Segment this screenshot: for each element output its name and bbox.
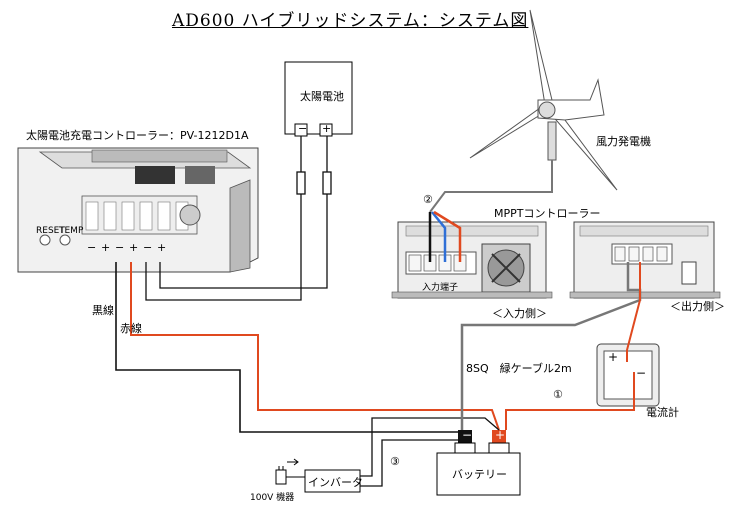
cc-terminal-6: + bbox=[157, 241, 167, 254]
cable-label: 8SQ 緑ケーブル2m bbox=[466, 362, 572, 375]
appliance-label: 100V 機器 bbox=[250, 493, 295, 503]
input-terminal-label: 入力端子 bbox=[422, 283, 459, 293]
battery-label: バッテリー bbox=[452, 468, 507, 481]
red-wire-label: 赤線 bbox=[120, 322, 142, 335]
battery-minus-post bbox=[458, 430, 472, 444]
ammeter-red-wire-top bbox=[626, 262, 641, 362]
battery-minus-label: − bbox=[462, 428, 473, 442]
inverter-minus-wire bbox=[360, 439, 458, 487]
solar-panel-label: 太陽電池 bbox=[300, 90, 344, 103]
battery-box bbox=[436, 452, 521, 496]
mppt-input-red-wire bbox=[433, 210, 462, 262]
cc-terminal-4: + bbox=[129, 241, 139, 254]
input-side-label: ＜入力側＞ bbox=[492, 307, 547, 320]
output-side-label: ＜出力側＞ bbox=[670, 300, 725, 313]
black-wire-label: 黒線 bbox=[92, 304, 114, 317]
cc-terminal-2: + bbox=[101, 241, 111, 254]
cc-terminal-1: − bbox=[87, 241, 97, 254]
ammeter-red-wire-bottom bbox=[505, 372, 635, 430]
solar-plus-label: + bbox=[322, 122, 332, 135]
mppt-input-blue-wire bbox=[431, 211, 447, 262]
reset-label: RESET bbox=[36, 226, 65, 236]
wind-turbine-label: 風力発電機 bbox=[596, 135, 651, 148]
charge-controller-label: 太陽電池充電コントローラー：PV-1212D1A bbox=[26, 129, 249, 142]
cc-terminal-3: − bbox=[115, 241, 125, 254]
ammeter-minus: − bbox=[636, 366, 647, 380]
ammeter-plus: + bbox=[608, 350, 619, 364]
battery-plus-label: + bbox=[495, 428, 506, 442]
battery-plus-post bbox=[492, 430, 506, 444]
ammeter-label: 電流計 bbox=[646, 406, 679, 419]
mppt-label: MPPTコントローラー bbox=[494, 207, 601, 220]
inverter-box bbox=[304, 469, 361, 493]
temp-label: TEMP bbox=[59, 226, 84, 236]
mppt-output-device bbox=[569, 221, 721, 299]
solar-panel-box bbox=[284, 61, 353, 135]
inverter-label: インバータ bbox=[308, 476, 363, 489]
marker-1: ① bbox=[553, 388, 563, 401]
solar-plus-terminal bbox=[319, 123, 333, 137]
cc-terminal-5: − bbox=[143, 241, 153, 254]
marker-2: ② bbox=[423, 193, 433, 206]
appliance-plug-icon bbox=[275, 458, 305, 485]
solar-wires bbox=[145, 136, 332, 301]
inverter-plus-wire bbox=[360, 417, 500, 477]
red-wire bbox=[130, 262, 500, 431]
charge-controller-device bbox=[17, 147, 259, 273]
diagram-title: AD600 ハイブリッドシステム：システム図 bbox=[172, 11, 529, 31]
marker-3: ③ bbox=[390, 455, 400, 468]
black-wire bbox=[115, 262, 464, 433]
mppt-input-device bbox=[391, 221, 553, 299]
solar-minus-label: − bbox=[298, 122, 308, 135]
wind-turbine bbox=[429, 9, 618, 213]
